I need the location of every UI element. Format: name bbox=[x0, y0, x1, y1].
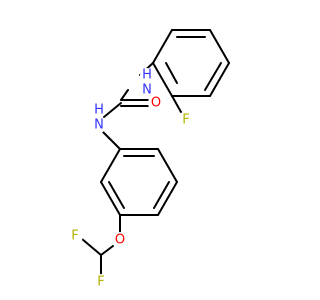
atom-label: N bbox=[94, 118, 104, 133]
atom-label: O bbox=[151, 96, 161, 111]
bond bbox=[204, 62, 222, 91]
atom-label: F bbox=[182, 113, 189, 128]
atom-label: N bbox=[142, 83, 152, 98]
molecule-structure: N H O N H F O F F bbox=[67, 29, 230, 290]
atom-label: F bbox=[97, 275, 104, 290]
bond bbox=[81, 238, 102, 256]
atom-label: O bbox=[115, 233, 125, 248]
fluorine-atom-1: F bbox=[178, 112, 194, 128]
oxygen-atom-2: O bbox=[112, 232, 128, 248]
bond bbox=[209, 29, 230, 64]
atom-label: H bbox=[94, 103, 104, 118]
atom-label: H bbox=[142, 68, 152, 83]
fluorine-atom-2: F bbox=[67, 228, 83, 244]
bond bbox=[120, 89, 129, 101]
bond bbox=[100, 181, 121, 216]
bond bbox=[157, 181, 178, 216]
bond bbox=[100, 148, 121, 183]
nitrogen-atom-1: N bbox=[139, 82, 155, 98]
bond bbox=[157, 148, 178, 183]
bond bbox=[103, 102, 122, 118]
oxygen-atom-1: O bbox=[148, 95, 164, 111]
bond bbox=[100, 245, 114, 256]
atom-label: F bbox=[71, 229, 78, 244]
bond bbox=[165, 62, 178, 84]
bond bbox=[171, 95, 182, 113]
hydrogen-atom-2: H bbox=[92, 103, 106, 118]
bond bbox=[153, 181, 170, 209]
hydrogen-atom-1: H bbox=[140, 68, 154, 83]
bond bbox=[152, 29, 173, 64]
nitrogen-atom-2: N bbox=[91, 117, 107, 133]
fluorine-atom-3: F bbox=[93, 274, 109, 290]
bond bbox=[100, 129, 121, 150]
bond bbox=[209, 62, 230, 97]
bond bbox=[108, 181, 125, 209]
bond bbox=[152, 62, 173, 97]
